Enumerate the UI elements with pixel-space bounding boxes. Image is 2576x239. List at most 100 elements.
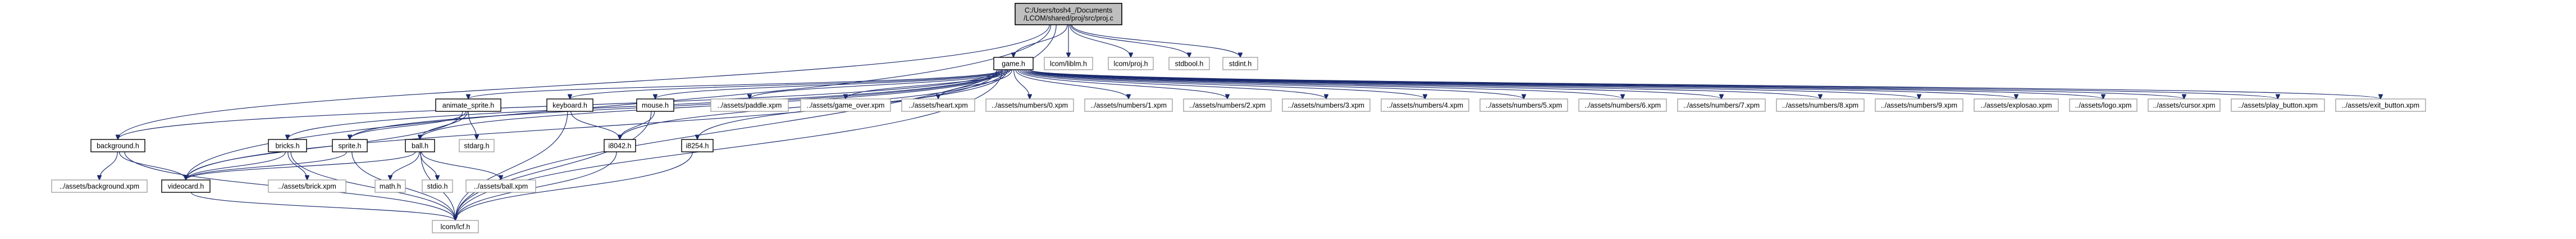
node-box	[1168, 57, 1210, 70]
edge-sprite_h-to-videocard_h	[186, 151, 347, 180]
edge-ball_h-to-videocard_h	[186, 151, 416, 180]
node-n5-xpm: ../assets/numbers/5.xpm	[1479, 98, 1568, 112]
node-ball-h[interactable]: ball.h	[405, 139, 435, 152]
node-label: ../assets/explosao.xpm	[1980, 102, 2052, 110]
edge-game_h-to-lcom_lcf_h	[455, 69, 1003, 220]
node-n6-xpm: ../assets/numbers/6.xpm	[1578, 98, 1667, 112]
node-ball-xpm: ../assets/ball.xpm	[465, 179, 536, 193]
node-box	[332, 139, 368, 152]
node-box	[993, 57, 1034, 70]
node-label: ../assets/cursor.xpm	[2153, 102, 2215, 110]
node-label: ../assets/brick.xpm	[278, 183, 336, 191]
node-n3-xpm: ../assets/numbers/3.xpm	[1282, 98, 1371, 112]
edge-game_h-to-n4_xpm	[1021, 69, 1425, 99]
edge-animate_sprite_h-to-ball_h	[420, 111, 468, 139]
node-label: C:/Users/tosh4_/Documents	[1025, 7, 1112, 15]
node-box	[2335, 98, 2426, 112]
node-stdarg-h: stdarg.h	[459, 139, 495, 152]
node-box	[1044, 57, 1093, 70]
edge-game_h-to-n1_xpm	[1015, 69, 1129, 99]
edge-game_h-to-n2_xpm	[1017, 69, 1227, 99]
edge-proj_c-to-game_h	[1013, 24, 1068, 57]
node-label: ../assets/numbers/9.xpm	[1881, 102, 1957, 110]
node-box	[1677, 98, 1766, 112]
edge-game_h-to-n8_xpm	[1029, 69, 1820, 99]
node-box	[1084, 98, 1173, 112]
node-box	[405, 139, 435, 152]
edge-proj_c-to-lcom_lcf_h	[455, 24, 1057, 220]
node-box	[2148, 98, 2221, 112]
node-box	[90, 139, 145, 152]
node-game-h[interactable]: game.h	[993, 57, 1034, 70]
node-lcom-libm-h: lcom/liblm.h	[1044, 57, 1093, 70]
node-label: background.h	[97, 142, 139, 150]
node-box	[710, 98, 789, 112]
node-box	[1183, 98, 1272, 112]
node-box	[1875, 98, 1963, 112]
node-label: videocard.h	[168, 183, 204, 191]
edge-game_h-to-heart_xpm	[938, 69, 1012, 99]
node-stdbool-h: stdbool.h	[1168, 57, 1210, 70]
node-label: ../assets/numbers/0.xpm	[992, 102, 1068, 110]
node-explosao-xpm: ../assets/explosao.xpm	[1974, 98, 2059, 112]
node-label: sprite.h	[339, 142, 362, 150]
node-sprite-h[interactable]: sprite.h	[332, 139, 368, 152]
edge-i8254_h-to-lcom_lcf_h	[455, 151, 693, 220]
node-box	[1578, 98, 1667, 112]
edge-ball_h-to-ball_xpm	[421, 151, 501, 180]
node-label: stdio.h	[427, 183, 448, 191]
node-label: ../assets/exit_button.xpm	[2342, 102, 2419, 110]
node-label: game.h	[1002, 60, 1025, 68]
node-box	[432, 220, 479, 233]
edge-game_h-to-keyboard_h	[570, 69, 1005, 99]
node-box	[1222, 57, 1258, 70]
node-box	[546, 98, 593, 112]
node-box	[374, 179, 406, 193]
node-box	[459, 139, 495, 152]
node-label: i8254.h	[686, 142, 709, 150]
node-label: ../assets/numbers/8.xpm	[1782, 102, 1858, 110]
edge-game_h-to-n3_xpm	[1019, 69, 1326, 99]
node-label: ../assets/numbers/4.xpm	[1387, 102, 1463, 110]
node-videocard-h[interactable]: videocard.h	[161, 179, 211, 193]
node-background-h[interactable]: background.h	[90, 139, 145, 152]
node-box	[1776, 98, 1865, 112]
node-label: lcom/proj.h	[1113, 60, 1148, 68]
node-label: math.h	[380, 183, 401, 191]
node-n4-xpm: ../assets/numbers/4.xpm	[1381, 98, 1469, 112]
node-paddle-xpm: ../assets/paddle.xpm	[710, 98, 789, 112]
node-i8254-h[interactable]: i8254.h	[681, 139, 714, 152]
edge-game_h-to-n0_xpm	[1013, 69, 1030, 99]
node-exit-xpm: ../assets/exit_button.xpm	[2335, 98, 2426, 112]
edge-game_h-to-n7_xpm	[1027, 69, 1721, 99]
node-label: i8042.h	[608, 142, 631, 150]
edge-mouse_h-to-lcom_lcf_h	[455, 111, 652, 220]
edge-ball_h-to-math_h	[390, 151, 420, 180]
edge-game_h-to-n9_xpm	[1029, 69, 1919, 99]
node-box	[465, 179, 536, 193]
node-animate-sprite-h[interactable]: animate_sprite.h	[435, 98, 501, 112]
node-label: ../assets/numbers/7.xpm	[1683, 102, 1760, 110]
node-n2-xpm: ../assets/numbers/2.xpm	[1183, 98, 1272, 112]
node-label: animate_sprite.h	[442, 102, 494, 110]
edge-game_h-to-exit_xpm	[1029, 69, 2381, 99]
node-box	[435, 98, 501, 112]
edge-bricks_h-to-lcom_lcf_h	[290, 151, 455, 220]
node-label: stdarg.h	[464, 142, 489, 150]
node-keyboard-h[interactable]: keyboard.h	[546, 98, 593, 112]
node-mouse-h[interactable]: mouse.h	[636, 98, 674, 112]
node-label: ../assets/numbers/6.xpm	[1584, 102, 1661, 110]
node-i8042-h[interactable]: i8042.h	[604, 139, 636, 152]
node-label: ../assets/logo.xpm	[2075, 102, 2132, 110]
node-label: ../assets/numbers/5.xpm	[1486, 102, 1562, 110]
node-label: ../assets/ball.xpm	[474, 183, 528, 191]
node-math-h: math.h	[374, 179, 406, 193]
node-box	[268, 139, 307, 152]
node-label: ../assets/heart.xpm	[908, 102, 968, 110]
node-label: lcom/lcf.h	[441, 223, 471, 231]
node-box	[1108, 57, 1154, 70]
node-lcom-lcf-h: lcom/lcf.h	[432, 220, 479, 233]
node-proj-c[interactable]: C:/Users/tosh4_/Documents/LCOM/shared/pr…	[1015, 3, 1122, 25]
node-bricks-h[interactable]: bricks.h	[268, 139, 307, 152]
node-bg-xpm: ../assets/background.xpm	[51, 179, 148, 193]
